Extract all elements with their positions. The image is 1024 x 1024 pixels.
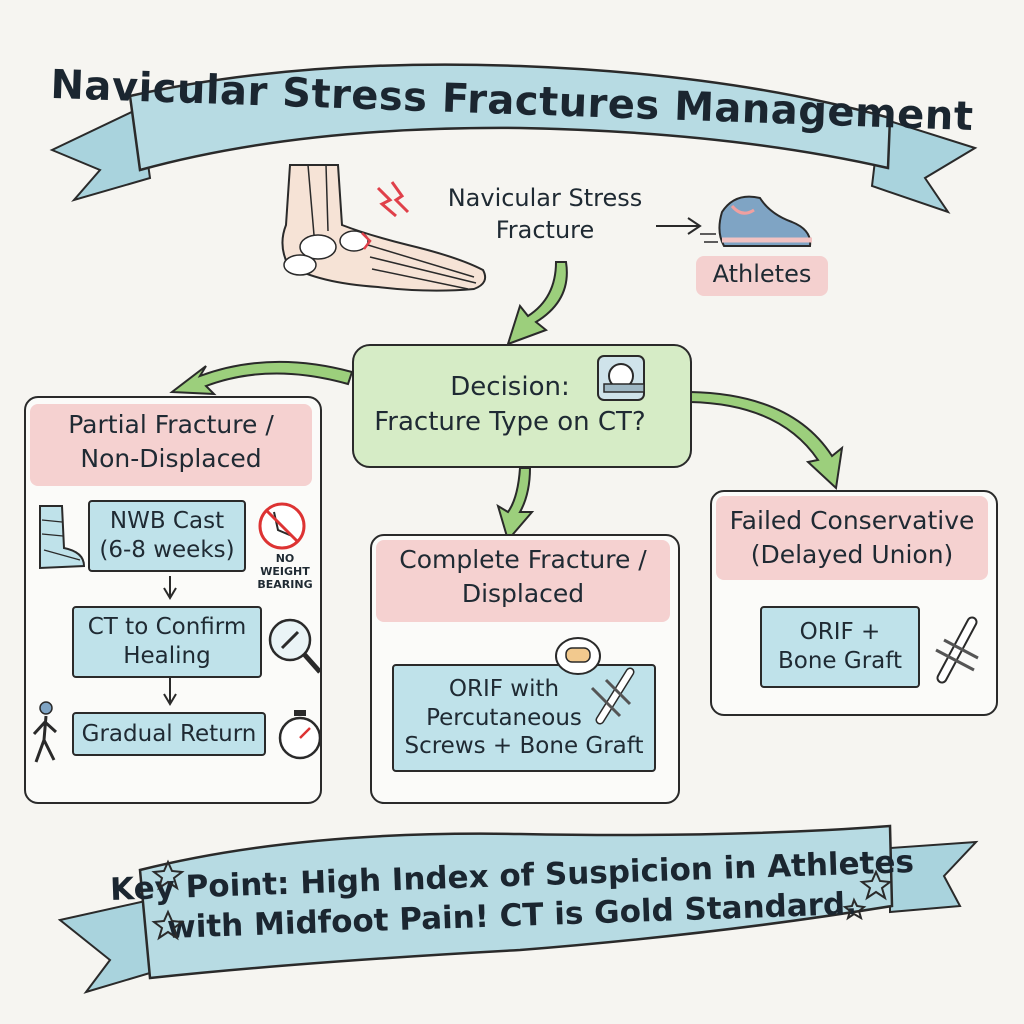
failed-treatment-line2: Bone Graft bbox=[778, 648, 902, 674]
population-label: Athletes bbox=[712, 260, 812, 288]
failed-heading-highlight bbox=[716, 496, 988, 580]
decision-line2: Fracture Type on CT? bbox=[374, 407, 646, 438]
step-ct-confirm-line1: CT to Confirm bbox=[87, 614, 247, 641]
partial-heading-highlight bbox=[30, 404, 312, 486]
partial-heading-line1: Partial Fracture / bbox=[68, 410, 274, 439]
nwb-label-line1: NO WEIGHT bbox=[260, 552, 310, 579]
failed-heading-line1: Failed Conservative bbox=[729, 506, 975, 535]
complete-heading-line1: Complete Fracture / bbox=[399, 545, 647, 574]
condition-label-line2: Fracture bbox=[495, 216, 595, 245]
complete-treatment-line3: Screws + Bone Graft bbox=[404, 733, 644, 760]
athletes-highlight bbox=[696, 256, 828, 296]
step-gradual-return: Gradual Return bbox=[72, 712, 266, 756]
condition-label-line1: Navicular Stress bbox=[447, 184, 643, 212]
step-nwb-cast-line2: (6-8 weeks) bbox=[99, 537, 235, 563]
complete-treatment-line1: ORIF with bbox=[448, 675, 560, 702]
step-nwb-cast-line1: NWB Cast bbox=[109, 508, 225, 535]
nwb-label-line2: BEARING bbox=[257, 578, 313, 592]
complete-treatment-line2: Percutaneous bbox=[426, 704, 582, 731]
complete-heading-line2: Displaced bbox=[461, 578, 585, 608]
step-nwb-cast: NWB Cast(6-8 weeks) bbox=[88, 500, 246, 572]
failed-heading-line2: (Delayed Union) bbox=[750, 539, 954, 569]
step-gradual-return-line1: Gradual Return bbox=[81, 720, 257, 747]
step-ct-confirm-line2: Healing bbox=[123, 643, 211, 669]
complete-heading-highlight bbox=[376, 540, 670, 622]
failed-treatment-line1: ORIF + bbox=[799, 619, 881, 646]
decision-line1: Decision: bbox=[450, 372, 570, 402]
failed-treatment-box: ORIF +Bone Graft bbox=[760, 606, 920, 688]
partial-heading-line2: Non-Displaced bbox=[80, 443, 262, 473]
complete-treatment-box: ORIF with Percutaneous Screws + Bone Gra… bbox=[392, 664, 656, 772]
